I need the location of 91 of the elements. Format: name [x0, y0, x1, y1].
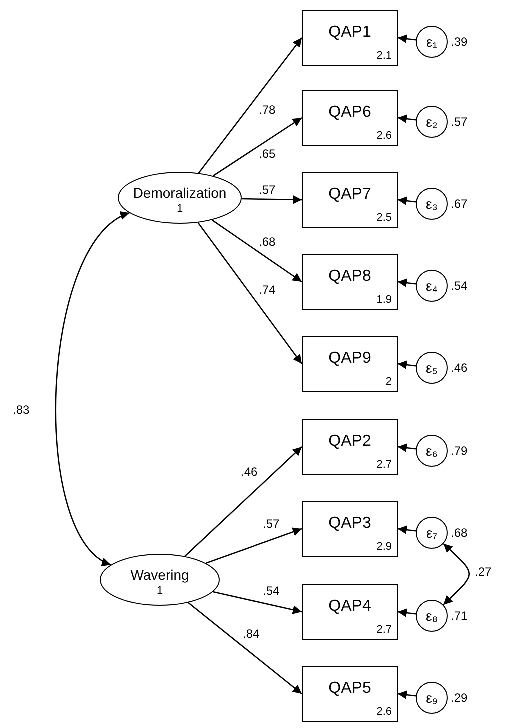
variable-name: QAP3	[328, 516, 372, 532]
error-term-name: ε₉	[425, 691, 439, 705]
edge-label: .57	[262, 518, 281, 530]
error-term-circle	[416, 188, 448, 220]
error-variance-value: .79	[451, 445, 468, 457]
error-term-circle	[416, 517, 448, 549]
error-term-name: ε₆	[425, 444, 439, 458]
error-term-name: ε₇	[425, 526, 439, 540]
variance-value: 1	[156, 586, 164, 597]
error-term-circle	[416, 435, 448, 467]
arrow	[242, 195, 302, 204]
error-term-circle	[416, 600, 448, 632]
intercept-value: 2	[386, 377, 392, 388]
error-term-circle	[416, 352, 448, 384]
variable-name: QAP4	[328, 599, 372, 615]
arrow	[198, 38, 303, 174]
observed-variable-box	[302, 336, 398, 392]
variance-value: 1	[176, 204, 184, 215]
variable-name: Wavering	[130, 568, 190, 582]
intercept-value: 2.6	[376, 707, 392, 718]
intercept-value: 1.9	[376, 295, 392, 306]
latent-variable-ellipse	[118, 172, 242, 224]
intercept-value: 2.9	[376, 542, 392, 553]
error-term-name: ε₂	[425, 115, 439, 129]
double-headed-arrow	[443, 543, 470, 606]
arrow	[206, 528, 302, 564]
observed-variable-box	[302, 254, 398, 310]
edge-label: .27	[474, 566, 493, 578]
intercept-value: 2.7	[376, 460, 392, 471]
arrow	[213, 591, 302, 614]
variable-name: Demoralization	[132, 186, 228, 200]
double-headed-arrow	[56, 212, 130, 566]
error-variance-value: .57	[451, 116, 468, 128]
error-variance-value: .29	[451, 692, 468, 704]
arrow	[398, 360, 416, 370]
error-term-circle	[416, 26, 448, 58]
error-term-circle	[416, 270, 448, 302]
variable-name: QAP1	[328, 25, 372, 41]
arrow	[398, 196, 416, 206]
error-variance-value: .54	[451, 280, 468, 292]
error-term-circle	[416, 682, 448, 714]
variable-name: QAP5	[328, 681, 372, 697]
observed-variable-box	[302, 10, 398, 66]
observed-variable-box	[302, 172, 398, 228]
arrow	[398, 34, 416, 44]
intercept-value: 2.6	[376, 131, 392, 142]
error-variance-value: .39	[451, 36, 468, 48]
latent-variable-ellipse	[100, 554, 220, 606]
observed-variable-box	[302, 90, 398, 146]
arrow	[398, 690, 416, 700]
edge-label: .57	[258, 184, 277, 196]
intercept-value: 2.1	[376, 51, 392, 62]
intercept-value: 2.7	[376, 625, 392, 636]
edge-label: .84	[242, 628, 261, 640]
error-variance-value: .46	[451, 362, 468, 374]
observed-variable-box	[302, 419, 398, 475]
arrow	[188, 602, 302, 694]
error-term-name: ε₅	[425, 361, 439, 375]
variable-name: QAP7	[328, 187, 372, 203]
observed-variable-box	[302, 666, 398, 722]
edge-label: .46	[240, 466, 259, 478]
arrow	[184, 446, 302, 557]
arrow	[213, 117, 302, 177]
arrow	[398, 114, 416, 124]
arrow	[398, 444, 416, 453]
error-term-name: ε₃	[425, 197, 439, 211]
error-term-circle	[416, 106, 448, 138]
observed-variable-box	[302, 584, 398, 640]
error-term-name: ε₁	[426, 35, 438, 49]
arrow	[398, 278, 416, 288]
edge-label: .83	[12, 404, 31, 416]
edge-label: .65	[258, 148, 277, 160]
variable-name: QAP2	[328, 434, 372, 450]
error-variance-value: .68	[451, 527, 468, 539]
variable-name: QAP6	[328, 105, 372, 121]
arrow	[398, 608, 416, 618]
error-variance-value: .71	[451, 610, 468, 622]
error-term-name: ε₈	[424, 609, 440, 623]
error-term-name: ε₄	[425, 279, 439, 293]
intercept-value: 2.5	[376, 213, 392, 224]
arrow	[198, 222, 303, 364]
edge-label: .74	[258, 284, 277, 296]
variable-name: QAP9	[328, 351, 372, 367]
arrow	[398, 526, 416, 535]
error-variance-value: .67	[451, 198, 468, 210]
edge-label: .54	[262, 585, 281, 597]
observed-variable-box	[302, 501, 398, 557]
edge-label: .78	[258, 104, 277, 116]
variable-name: QAP8	[328, 269, 372, 285]
arrow	[212, 220, 302, 283]
edge-label: .68	[258, 236, 277, 248]
